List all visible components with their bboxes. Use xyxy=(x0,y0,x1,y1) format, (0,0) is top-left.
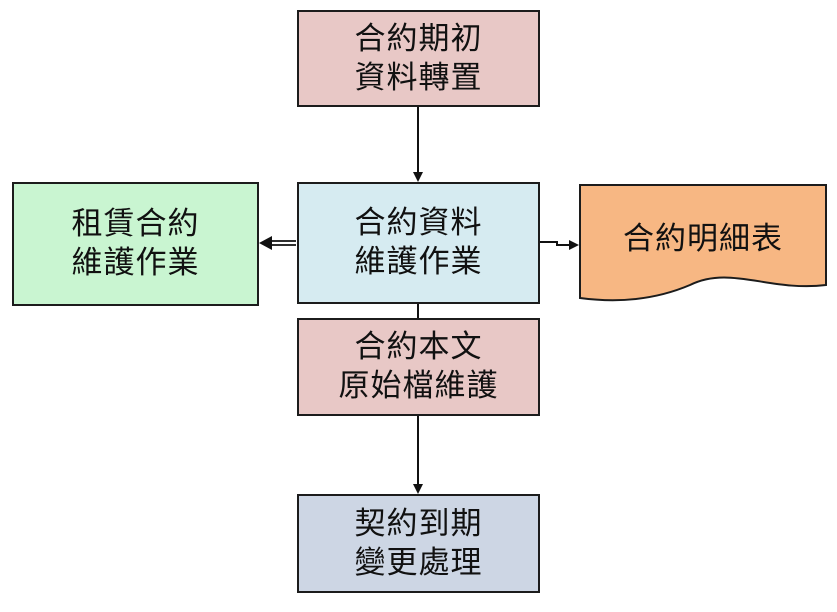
opening-data-transfer-line2: 資料轉置 xyxy=(354,59,483,96)
contract-detail-document-shape xyxy=(579,184,827,302)
opening-data-transfer-line1: 合約期初 xyxy=(354,20,483,57)
connector-maintain-to-lease-arrowhead xyxy=(259,236,272,250)
contract-detail-document-label: 合約明細表 xyxy=(623,220,783,257)
connector-maintain-to-document-arrowhead xyxy=(569,240,579,250)
lease-contract-maintenance-line1: 租賃合約 xyxy=(71,206,200,243)
contract-data-maintenance-line2: 維護作業 xyxy=(354,244,483,280)
original-file-maintenance-line1: 合約本文 xyxy=(354,329,483,366)
original-file-maintenance-line2: 原始檔維護 xyxy=(338,368,499,404)
original-file-maintenance-box: 合約本文 原始檔維護 xyxy=(297,318,540,416)
lease-contract-maintenance-line2: 維護作業 xyxy=(71,245,200,281)
lease-contract-maintenance-box: 租賃合約 維護作業 xyxy=(12,182,259,306)
opening-data-transfer-box: 合約期初 資料轉置 xyxy=(297,10,540,107)
contract-expiry-change-line2: 變更處理 xyxy=(354,544,483,581)
contract-data-maintenance-line1: 合約資料 xyxy=(354,205,483,242)
connector-maintain-to-document xyxy=(540,241,570,246)
contract-expiry-change-box: 契約到期 變更處理 xyxy=(297,494,540,593)
contract-data-maintenance-box: 合約資料 維護作業 xyxy=(297,182,540,304)
contract-expiry-change-line1: 契約到期 xyxy=(354,505,483,542)
